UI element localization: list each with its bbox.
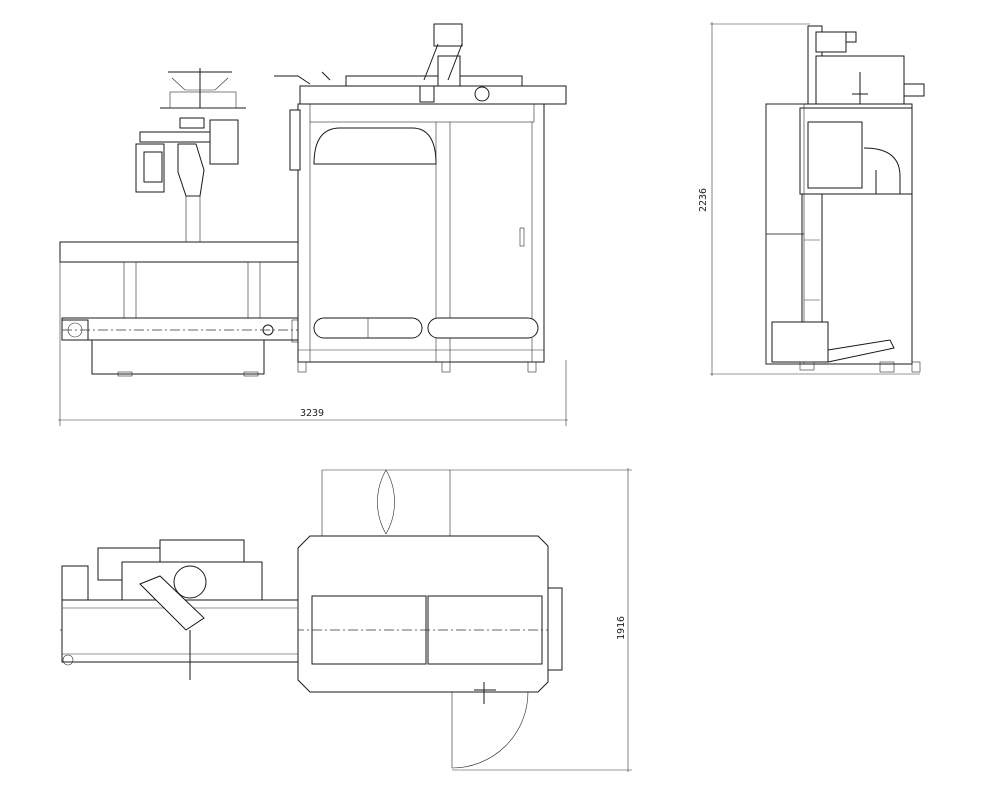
length-dimension: 3239 [58, 258, 568, 426]
width-dimension: 1916 [450, 468, 632, 772]
overall-width-label: 1916 [616, 616, 627, 640]
work-table [59, 241, 313, 263]
front-view: 3239 [58, 23, 568, 426]
top-view: 1916 [60, 468, 632, 772]
height-dimension: 2236 [698, 22, 920, 376]
spool-assembly [135, 68, 246, 243]
cabinet [289, 103, 545, 373]
overall-height-label: 2236 [698, 188, 709, 212]
side-view: 2236 [698, 22, 925, 376]
sewing-head [274, 23, 567, 105]
overall-length-label: 3239 [300, 408, 324, 419]
conveyor [61, 317, 540, 377]
